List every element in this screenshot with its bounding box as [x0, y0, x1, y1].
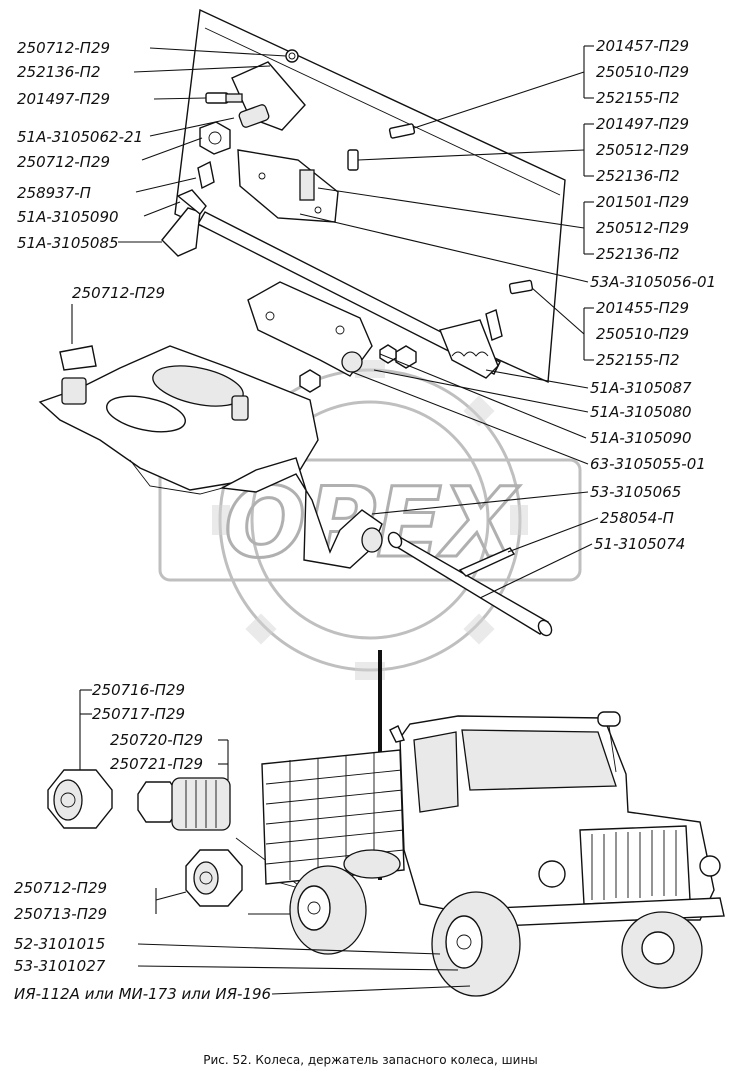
labels-left: 250712-П29 252136-П2 201497-П29 51А-3105…	[17, 39, 165, 302]
axle-rod	[197, 211, 501, 375]
part-label: 63-3105055-01	[590, 455, 706, 473]
figure-caption: Рис. 52. Колеса, держатель запасного кол…	[203, 1053, 538, 1067]
part-label: 250721-П29	[110, 755, 203, 773]
part-label: 250717-П29	[92, 705, 185, 723]
bolt-201497	[205, 92, 243, 104]
part-label: 250512-П29	[596, 219, 689, 237]
part-label: 201497-П29	[596, 115, 689, 133]
part-label: 250712-П29	[17, 39, 110, 57]
part-label: 52-3101015	[14, 935, 105, 953]
part-label: 250510-П29	[596, 325, 689, 343]
cotter-pin	[458, 547, 516, 577]
truck-far-front-wheel	[621, 911, 703, 989]
part-label: 51А-3105080	[590, 403, 692, 421]
part-label: 250720-П29	[110, 731, 203, 749]
truck-illustration	[261, 711, 725, 997]
truck-air-intake	[597, 711, 621, 727]
tube-51-3105074	[387, 531, 553, 637]
part-label: 250712-П29	[17, 153, 110, 171]
latch-spring	[439, 279, 534, 379]
part-label: 51А-3105087	[590, 379, 692, 397]
wheel-nut-250712	[185, 849, 243, 907]
part-label: 250712-П29	[14, 879, 107, 897]
part-label: 51А-3105090	[17, 208, 119, 226]
part-label: 53А-3105056-01	[590, 273, 716, 291]
wheel-nut-250716	[47, 769, 113, 829]
truck-headlight-left	[538, 860, 566, 888]
labels-right: 201457-П29 250510-П29 252155-П2 201497-П…	[590, 37, 716, 553]
leader-lines-bottom	[79, 689, 471, 995]
part-label: ИЯ-112А или МИ-173 или ИЯ-196	[14, 985, 271, 1003]
part-label: 250716-П29	[92, 681, 185, 699]
clamp-51A-3105085	[161, 189, 207, 257]
truck-headlight-right	[699, 855, 721, 877]
part-label: 250713-П29	[14, 905, 107, 923]
part-label: 252136-П2	[596, 167, 680, 185]
truck-front-wheel	[431, 891, 521, 997]
part-label: 51А-3105090	[590, 429, 692, 447]
nut-left-upper	[199, 121, 231, 155]
part-label: 51А-3105062-21	[17, 128, 143, 146]
truck-grille	[579, 825, 691, 905]
bracket-53A-3105056	[247, 281, 373, 377]
leader-lines-left	[71, 47, 287, 344]
part-label: 250510-П29	[596, 63, 689, 81]
watermark-gear-inner	[250, 400, 490, 640]
truck-rear-wheel	[289, 865, 367, 955]
spare-wheel	[343, 849, 401, 879]
part-label: 53-3105065	[590, 483, 681, 501]
part-label: 250712-П29	[72, 284, 165, 302]
leader-lines-right	[299, 45, 599, 599]
watermark-gear-ring	[218, 368, 522, 672]
part-label: 252155-П2	[596, 351, 680, 369]
spare-wheel-cradle	[38, 345, 319, 495]
truck-windshield	[461, 729, 617, 791]
part-label: 250512-П29	[596, 141, 689, 159]
part-label: 51-3105074	[594, 535, 685, 553]
part-label: 258937-П	[17, 184, 91, 202]
part-label: 252136-П2	[596, 245, 680, 263]
part-label: 258054-П	[600, 509, 674, 527]
part-label: 53-3101027	[14, 957, 106, 975]
part-label: 201497-П29	[17, 90, 110, 108]
part-label: 252155-П2	[596, 89, 680, 107]
part-label: 201501-П29	[596, 193, 689, 211]
small-nuts	[299, 344, 417, 393]
hook-arm	[219, 457, 383, 569]
part-label: 51А-3105085	[17, 234, 119, 252]
watermark-band	[158, 458, 582, 582]
labels-wheel: 250716-П29 250717-П29 250720-П29 250721-…	[14, 681, 271, 1003]
truck-side-window	[413, 731, 459, 813]
upper-bracket	[197, 49, 306, 190]
wheel-stud-250720	[137, 777, 231, 831]
truck-mirror	[389, 725, 405, 743]
part-label: 201457-П29	[596, 37, 689, 55]
part-label: 201455-П29	[596, 299, 689, 317]
part-label: 252136-П2	[17, 63, 101, 81]
